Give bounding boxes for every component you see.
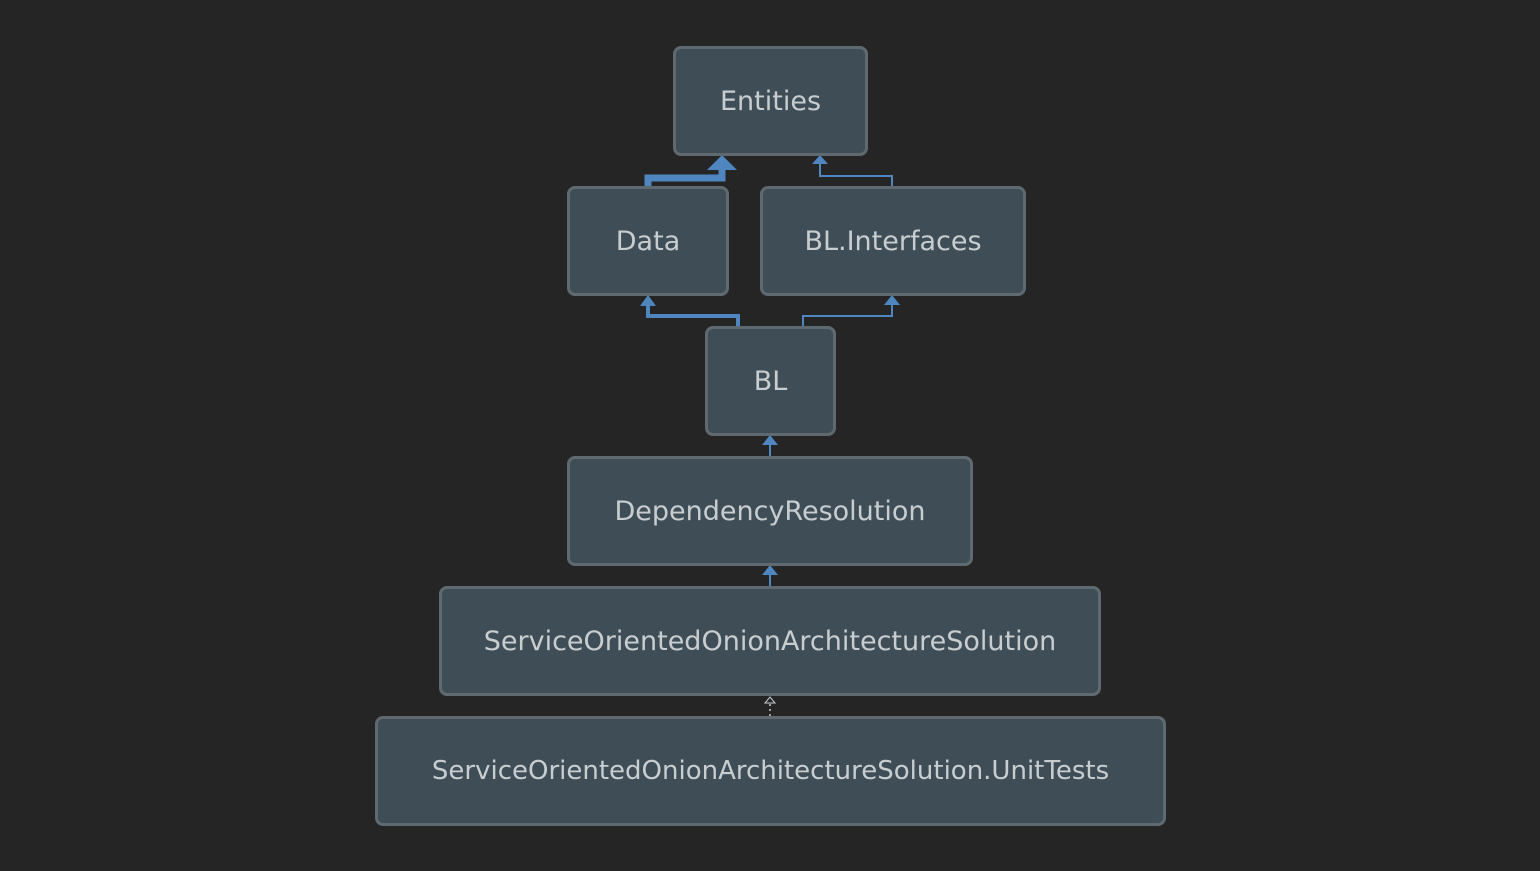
edge-depresolution-to-bl xyxy=(762,435,778,456)
node-label: Data xyxy=(615,225,681,257)
node-label: BL.Interfaces xyxy=(804,225,982,257)
node-solution[interactable]: ServiceOrientedOnionArchitectureSolution xyxy=(439,586,1101,696)
edge-bl-to-data xyxy=(640,295,740,326)
edge-bl-to-blinterfaces xyxy=(802,295,900,326)
edge-blinterfaces-to-entities xyxy=(812,155,893,186)
node-dependency-resolution[interactable]: DependencyResolution xyxy=(567,456,973,566)
node-label: BL xyxy=(753,365,788,397)
node-bl-interfaces[interactable]: BL.Interfaces xyxy=(760,186,1026,296)
edge-solution-to-depresolution xyxy=(762,565,778,586)
node-label: ServiceOrientedOnionArchitectureSolution… xyxy=(431,756,1110,786)
node-unit-tests[interactable]: ServiceOrientedOnionArchitectureSolution… xyxy=(375,716,1166,826)
edge-unittests-to-solution xyxy=(763,696,777,716)
node-label: DependencyResolution xyxy=(614,495,926,527)
node-bl[interactable]: BL xyxy=(705,326,836,436)
edge-data-to-entities xyxy=(644,155,737,186)
node-data[interactable]: Data xyxy=(567,186,729,296)
node-label: ServiceOrientedOnionArchitectureSolution xyxy=(483,625,1057,657)
node-entities[interactable]: Entities xyxy=(673,46,868,156)
node-label: Entities xyxy=(719,85,822,117)
